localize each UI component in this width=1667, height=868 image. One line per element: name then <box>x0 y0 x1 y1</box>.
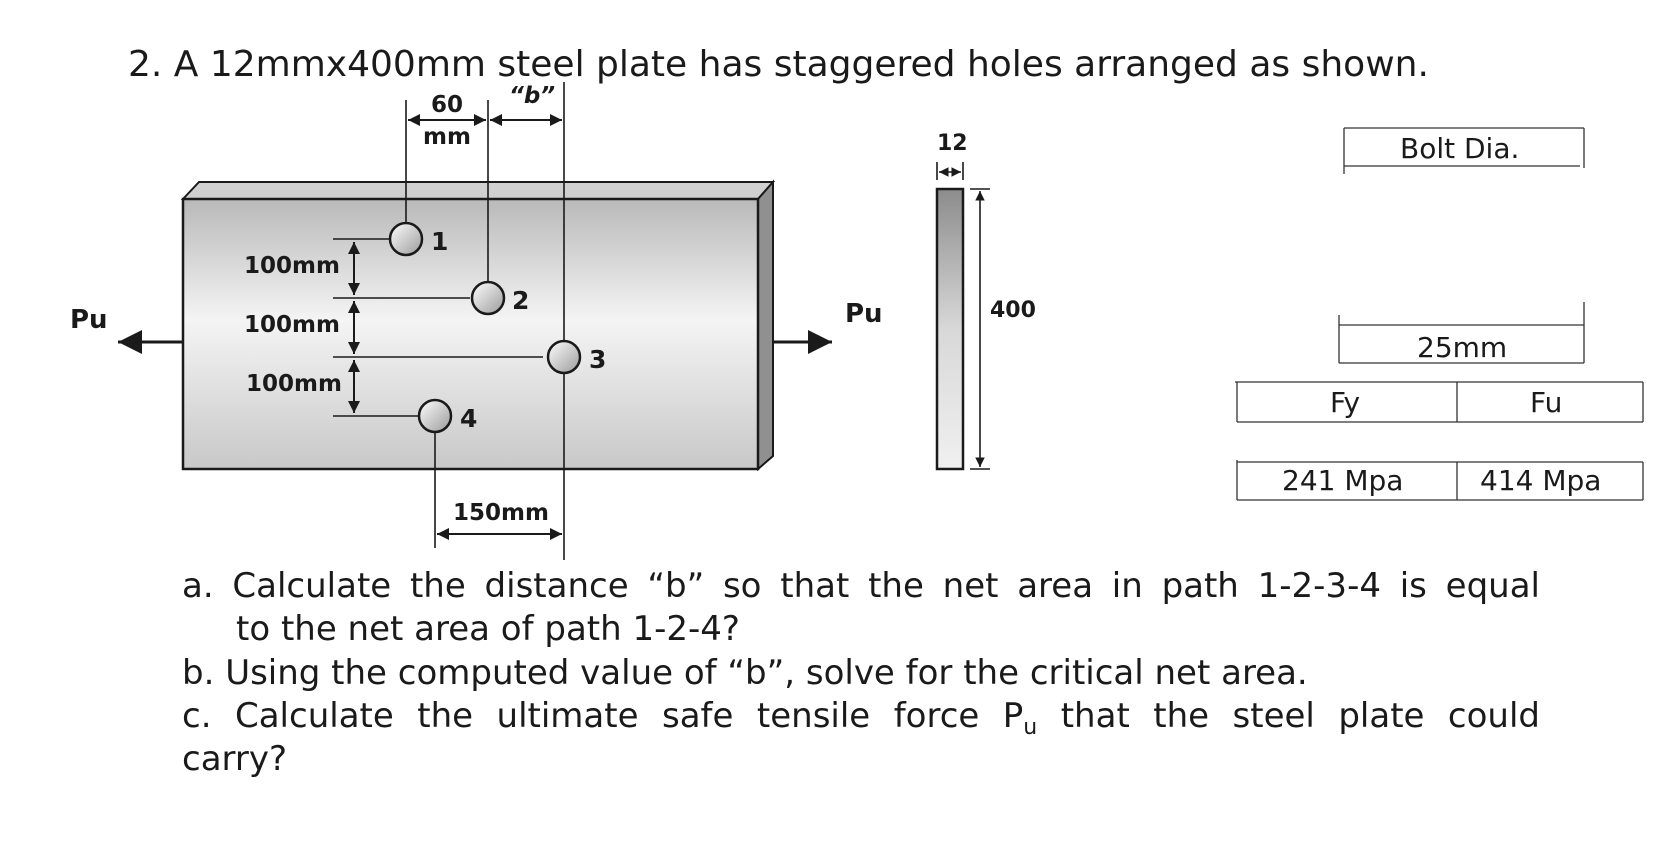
question-c-subscript: u <box>1023 715 1038 740</box>
question-c-part-2: that the steel plate could <box>1037 696 1540 736</box>
steel-plate <box>180 179 776 472</box>
bolt-holes <box>388 221 582 434</box>
hole-4 <box>417 398 453 434</box>
dim-60-unit: mm <box>423 124 471 150</box>
spacing-label-2: 100mm <box>244 312 340 338</box>
hole-1 <box>388 221 424 257</box>
dim-60-value: 60 <box>431 92 463 118</box>
question-c-part-1: c. Calculate the ultimate safe tensile f… <box>182 696 1024 736</box>
bolt-dia-header: Bolt Dia. <box>1400 132 1519 165</box>
properties-table <box>1235 127 1644 501</box>
plate-cross-section <box>935 162 990 471</box>
hole-leader-lines <box>333 82 565 560</box>
hole-label-3: 3 <box>589 345 606 374</box>
hole-label-4: 4 <box>460 404 477 433</box>
dim-b-label: “b” <box>509 83 555 109</box>
problem-title: 2. A 12mmx400mm steel plate has staggere… <box>128 44 1429 85</box>
question-a-line-2: to the net area of path 1-2-4? <box>236 609 740 649</box>
fu-value: 414 Mpa <box>1480 464 1601 497</box>
dim-150-label: 150mm <box>453 500 549 526</box>
question-b: b. Using the computed value of “b”, solv… <box>182 653 1308 693</box>
question-a-line-1: a. Calculate the distance “b” so that th… <box>182 566 1540 606</box>
thickness-label: 12 <box>937 131 968 156</box>
hole-3 <box>546 339 582 375</box>
left-load-label: Pu <box>70 305 108 335</box>
width-label: 400 <box>990 298 1036 323</box>
fu-header: Fu <box>1530 386 1562 419</box>
spacing-label-3: 100mm <box>246 371 342 397</box>
fy-value: 241 Mpa <box>1282 464 1403 497</box>
hole-2 <box>470 280 506 316</box>
fy-header: Fy <box>1330 386 1360 419</box>
hole-label-1: 1 <box>431 227 448 256</box>
spacing-label-1: 100mm <box>244 253 340 279</box>
question-c-line-1: c. Calculate the ultimate safe tensile f… <box>182 699 1540 739</box>
hole-label-2: 2 <box>512 286 529 315</box>
bolt-dia-value: 25mm <box>1417 331 1507 364</box>
question-c-line-2: carry? <box>182 739 288 779</box>
right-load-label: Pu <box>845 299 883 329</box>
